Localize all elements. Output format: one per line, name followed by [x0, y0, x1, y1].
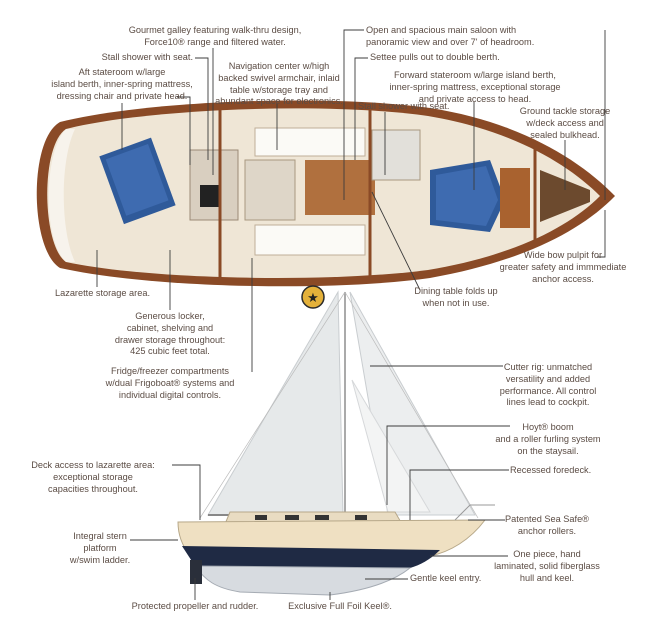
settee-top: [254, 127, 366, 157]
callout-anchor-rollers: Patented Sea Safe® anchor rollers.: [505, 514, 589, 536]
forward-head: [371, 129, 421, 181]
callout-galley: Gourmet galley featuring walk-thru desig…: [128, 25, 302, 47]
svg-text:★: ★: [307, 290, 319, 305]
anchor-locker: [540, 170, 590, 222]
callout-stern-platform: Integral stern platform w/swim ladder.: [69, 531, 131, 565]
callout-ground-tackle: Ground tackle storage w/deck access and …: [519, 106, 611, 140]
callout-keel-entry: Gentle keel entry.: [410, 573, 482, 583]
staysail: [351, 379, 431, 513]
saloon-sole: [305, 160, 375, 215]
callout-forward-stateroom: Forward stateroom w/large island berth, …: [389, 70, 561, 104]
callout-settee: Settee pulls out to double berth.: [370, 52, 500, 62]
callout-dining-table: Dining table folds up when not in use.: [414, 286, 498, 308]
callout-nav-center: Navigation center w/high backed swivel a…: [215, 61, 343, 107]
sail-logo: [301, 285, 325, 309]
bow-pulpit: [454, 504, 495, 521]
callout-lazarette: Lazarette storage area.: [55, 288, 150, 298]
mainsail: [207, 290, 344, 516]
leader-lines: [96, 29, 606, 600]
rudder: [190, 560, 202, 584]
callout-keel: Exclusive Full Foil Keel®.: [288, 601, 392, 611]
callout-bow-pulpit: Wide bow pulpit for greater safety and i…: [499, 250, 627, 284]
keel-bottom: [194, 565, 412, 596]
nav-station: [244, 159, 296, 221]
sailboat-profile: ★: [177, 285, 495, 596]
callout-cutter-rig: Cutter rig: unmatched versatility and ad…: [499, 362, 597, 408]
callout-main-saloon: Open and spacious main saloon with panor…: [366, 25, 535, 47]
callout-propeller: Protected propeller and rudder.: [131, 601, 259, 611]
callout-stall-shower-fwd: Stall shower with seat.: [358, 101, 450, 111]
callout-aft-stateroom: Aft stateroom w/large island berth, inne…: [51, 67, 193, 101]
callout-locker: Generous locker, cabinet, shelving and d…: [114, 311, 226, 357]
callout-fridge: Fridge/freezer compartments w/dual Frigo…: [105, 366, 235, 400]
boot-stripe: [182, 546, 440, 568]
callout-deck-access: Deck access to lazarette area: exception…: [31, 460, 155, 494]
callout-foredeck: Recessed foredeck.: [510, 465, 592, 475]
settee-bottom: [254, 224, 366, 256]
floor-plan: [36, 100, 615, 287]
callout-stall-shower-aft: Stall shower with seat.: [101, 52, 193, 62]
callout-hull: One piece, hand laminated, solid fibergl…: [494, 549, 600, 583]
callout-hoyt-boom: Hoyt® boom and a roller furling system o…: [495, 422, 601, 456]
